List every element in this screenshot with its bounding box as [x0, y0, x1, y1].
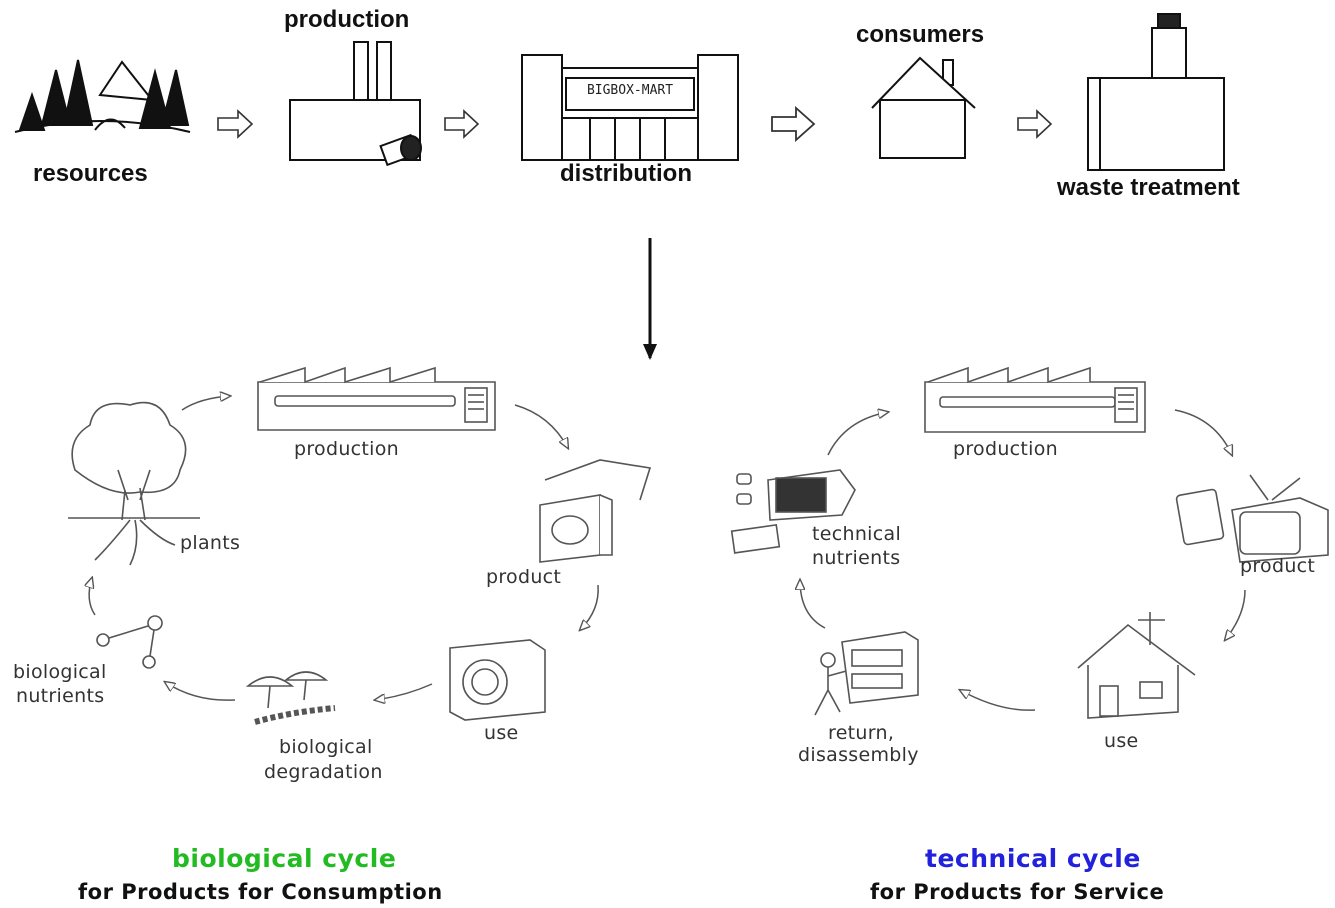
tech-cycle-subtitle: for Products for Service: [870, 880, 1165, 904]
label-consumers: consumers: [856, 21, 985, 48]
bio-arrow: [375, 683, 433, 700]
tech-arrow: [800, 580, 826, 629]
bio-cycle-title: biological cycle: [172, 844, 397, 873]
arrow-right-icon: [217, 109, 254, 139]
tech-arrow: [960, 690, 1036, 711]
molecule-icon: [96, 615, 163, 669]
store-sign: BIGBOX-MART: [586, 83, 674, 98]
tech-label-nutrients-1: technical: [812, 523, 902, 545]
bio-arrow: [181, 396, 230, 411]
waste-plant-icon: [1087, 13, 1225, 171]
bio-label-use: use: [484, 722, 519, 744]
store-icon: [521, 54, 739, 161]
label-production-linear: production: [284, 6, 410, 33]
tech-label-nutrients-2: nutrients: [812, 547, 901, 569]
tree-icon: [68, 401, 200, 566]
tech-production-factory-icon: [924, 366, 1146, 433]
bio-label-plants: plants: [180, 532, 241, 554]
house-icon: [871, 56, 976, 159]
tech-cycle-title: technical cycle: [925, 844, 1141, 873]
bio-arrow: [89, 578, 96, 616]
tv-phone-icon: [1175, 474, 1329, 563]
bio-label-degradation-2: degradation: [264, 761, 383, 783]
bio-label-nutrients-2: nutrients: [16, 685, 105, 707]
bio-label-nutrients-1: biological: [13, 661, 107, 683]
bio-use-machine-icon: [449, 639, 546, 721]
house-antenna-icon: [1077, 612, 1196, 719]
bio-production-factory-icon: [257, 366, 496, 431]
mushroom-worm-icon: [245, 671, 336, 725]
bio-label-degradation-1: biological: [279, 736, 373, 758]
bio-product-box-icon: [539, 459, 652, 563]
tech-arrow: [1225, 589, 1246, 640]
arrow-right-icon: [444, 109, 480, 139]
tech-nutrients-icon: [730, 469, 856, 554]
tech-label-production: production: [953, 438, 1059, 460]
arrow-right-icon: [1017, 109, 1053, 139]
bio-arrow: [514, 404, 568, 448]
tech-arrow: [827, 412, 888, 456]
tech-label-use: use: [1104, 730, 1139, 752]
factory-icon: [289, 41, 422, 167]
disassembly-icon: [814, 631, 919, 716]
tech-label-return-2: disassembly: [798, 744, 919, 766]
bio-arrow: [580, 584, 599, 630]
label-resources: resources: [33, 160, 148, 187]
label-waste-treatment: waste treatment: [1057, 174, 1240, 201]
arrow-right-icon: [771, 105, 816, 143]
tech-label-return-1: return,: [828, 722, 895, 744]
tech-label-product: product: [1240, 555, 1316, 577]
bio-cycle-subtitle: for Products for Consumption: [78, 880, 443, 904]
bio-label-product: product: [486, 566, 562, 588]
label-distribution: distribution: [560, 160, 692, 187]
forest-icon: [14, 59, 191, 133]
bio-arrow: [165, 682, 236, 701]
bio-label-production: production: [294, 438, 400, 460]
tech-arrow: [1174, 409, 1232, 455]
